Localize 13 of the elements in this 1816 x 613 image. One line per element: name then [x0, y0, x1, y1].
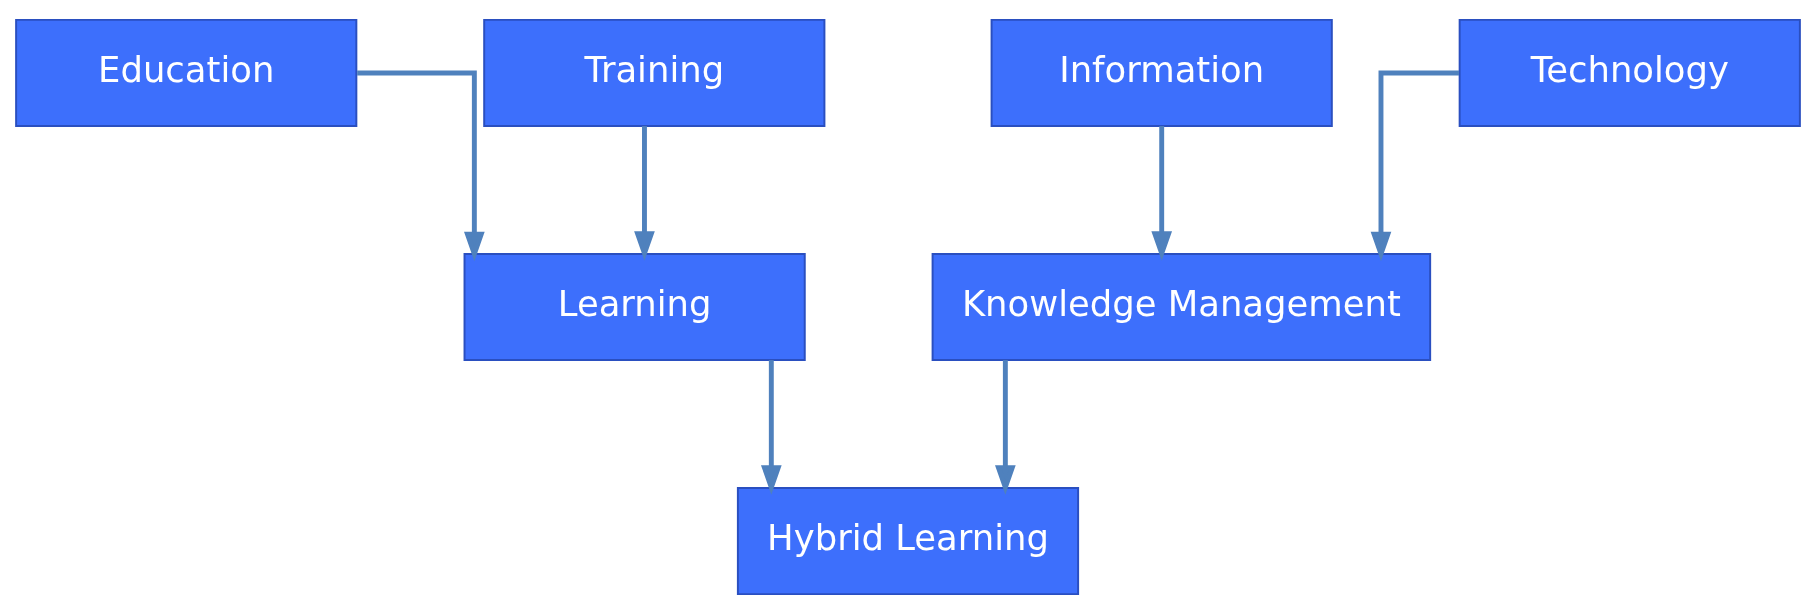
node-box: Education	[15, 18, 358, 127]
arrow	[1370, 70, 1459, 261]
arrow	[357, 70, 485, 261]
arrow	[995, 359, 1016, 495]
node-box: Training	[483, 18, 826, 127]
node-box: Technology	[1458, 18, 1801, 127]
node-box: Knowledge Management	[931, 252, 1432, 361]
node-box: Hybrid Learning	[736, 486, 1080, 595]
node-box: Information	[990, 18, 1333, 127]
arrow	[634, 125, 655, 261]
node-box: Learning	[463, 252, 806, 361]
arrow	[760, 359, 782, 495]
arrow	[1151, 125, 1173, 261]
